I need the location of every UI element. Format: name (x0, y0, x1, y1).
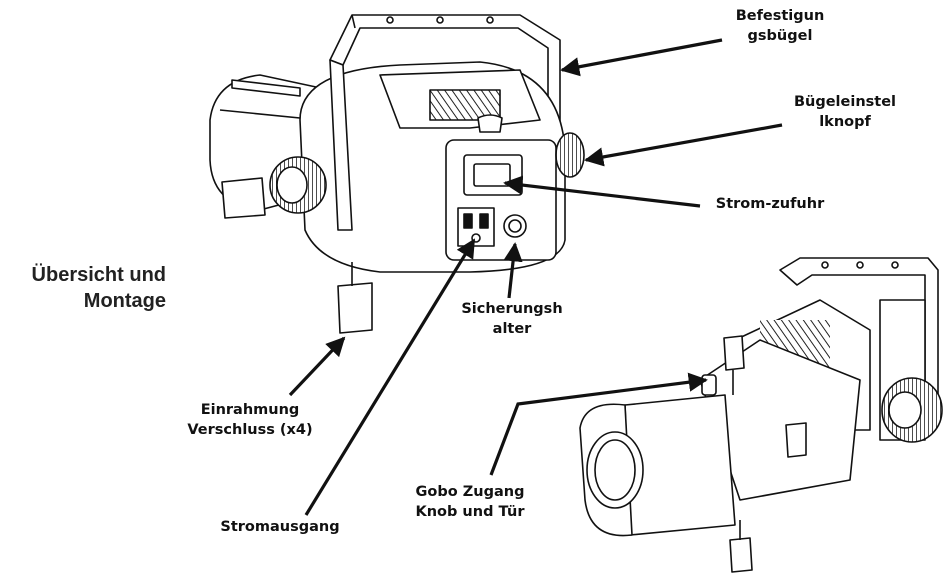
arrow-knob (584, 123, 783, 167)
page-title: Übersicht und Montage (31, 264, 166, 312)
arrow-gobo (489, 372, 708, 476)
arrow-power-out (304, 238, 476, 516)
callout-arrows (288, 38, 783, 516)
arrow-bracket (560, 38, 723, 77)
arrow-fuse (503, 242, 523, 299)
fixture-rear-view (209, 14, 585, 334)
arrow-power-in (503, 175, 701, 208)
shutter-tab (221, 177, 266, 219)
label-power-out: Stromausgang (220, 519, 340, 535)
gobo-knob (701, 374, 717, 396)
shutter-tab (337, 282, 373, 334)
fixture-front-view (579, 257, 943, 573)
arrow-shutter (288, 336, 346, 397)
label-power-in: Strom-zufuhr (715, 196, 825, 212)
